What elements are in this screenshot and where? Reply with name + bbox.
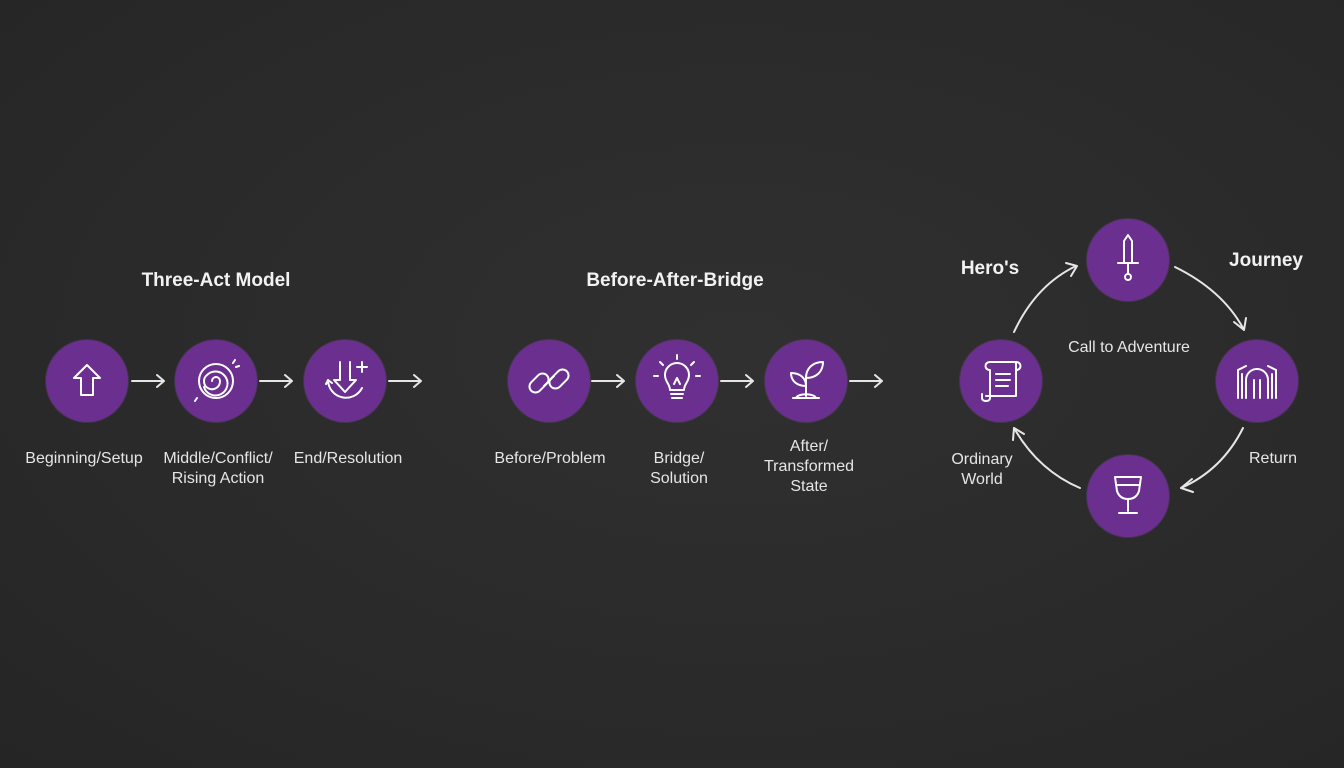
cycle-arrow-bottom-left xyxy=(1013,427,1081,489)
gate-icon xyxy=(1237,365,1277,399)
node-call-to-adventure xyxy=(1087,219,1169,301)
chain-link-icon xyxy=(528,368,570,394)
cycle-arrow-top-left xyxy=(1013,265,1077,333)
node-end xyxy=(304,340,386,422)
arrow-connector xyxy=(387,371,425,391)
sprout-icon xyxy=(790,361,824,399)
spiral-icon xyxy=(194,359,240,402)
node-ordinary-world xyxy=(960,340,1042,422)
label-after: After/ Transformed State xyxy=(763,438,855,495)
arrowhead xyxy=(1012,427,1025,441)
arrowhead xyxy=(1233,317,1247,331)
node-return xyxy=(1216,340,1298,422)
lightbulb-icon xyxy=(653,354,701,399)
arrow-connector xyxy=(258,371,296,391)
sword-icon xyxy=(1117,234,1139,281)
scroll-icon xyxy=(981,361,1022,402)
arrow-connector xyxy=(719,371,757,391)
label-end: End/Resolution xyxy=(293,450,403,467)
node-after xyxy=(765,340,847,422)
node-middle xyxy=(175,340,257,422)
label-before: Before/Problem xyxy=(494,450,606,467)
node-before xyxy=(508,340,590,422)
arrow-connector xyxy=(848,371,886,391)
cycle-arrow-top-right xyxy=(1174,266,1244,329)
label-return: Return xyxy=(1248,450,1298,467)
label-bridge: Bridge/ Solution xyxy=(650,450,708,487)
label-beginning: Beginning/Setup xyxy=(25,450,143,467)
arrow-up-icon xyxy=(73,364,101,396)
arrow-down-cycle-icon xyxy=(325,361,368,399)
arrowhead xyxy=(1180,478,1194,493)
node-bridge xyxy=(636,340,718,422)
hero-center-label: Call to Adventure xyxy=(1068,339,1190,356)
node-beginning xyxy=(46,340,128,422)
bab-title: Before-After-Bridge xyxy=(586,270,764,291)
arrow-connector xyxy=(130,371,168,391)
three-act-title: Three-Act Model xyxy=(141,270,291,291)
chalice-icon xyxy=(1114,476,1142,514)
arrowhead xyxy=(1065,262,1078,277)
cycle-arrow-bottom-right xyxy=(1180,427,1244,489)
node-ordeal xyxy=(1087,455,1169,537)
hero-title-right: Journey xyxy=(1229,250,1303,271)
label-middle: Middle/Conflict/ Rising Action xyxy=(163,450,273,487)
label-ordinary-world: Ordinary World xyxy=(951,451,1013,488)
hero-title-left: Hero's xyxy=(960,258,1020,279)
arrow-connector xyxy=(590,371,628,391)
